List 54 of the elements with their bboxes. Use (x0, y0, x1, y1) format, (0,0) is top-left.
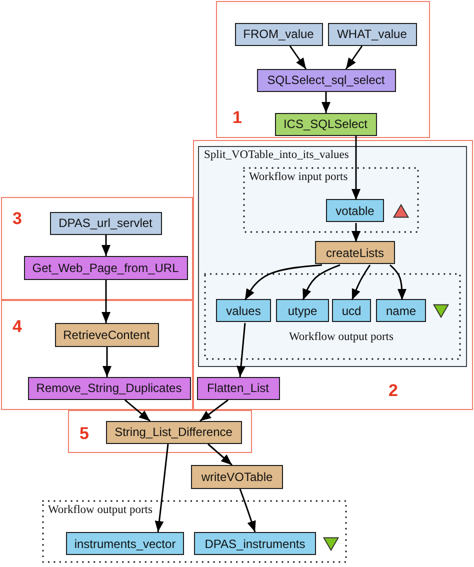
port-node: utype (276, 299, 329, 322)
arrow (200, 399, 228, 422)
section-number: 2 (388, 382, 398, 398)
arrow (302, 264, 340, 300)
processor-node: writeVOTable (191, 465, 283, 489)
arrow (124, 399, 150, 422)
value-node: WHAT_value (328, 22, 416, 46)
arrow (154, 444, 169, 532)
port-node: votable (326, 199, 384, 222)
port-node: instruments_vector (66, 532, 184, 555)
section-number: 5 (80, 424, 89, 442)
arrow (102, 235, 110, 256)
section-number: 3 (12, 210, 22, 226)
port-group (204, 273, 461, 360)
value-node: DPAS_url_servlet (50, 212, 162, 234)
section-frame (216, 1, 430, 138)
arrow (102, 280, 110, 323)
arrow (345, 46, 363, 70)
port-group (42, 500, 347, 563)
arrow (352, 136, 360, 200)
arrow (244, 264, 322, 300)
group-title: Workflow output ports (48, 504, 152, 518)
value-node: FROM_value (234, 22, 322, 46)
section-number: 4 (12, 318, 22, 334)
arrow (236, 322, 246, 378)
processor-node: Flatten_List (196, 376, 280, 400)
arrow (352, 223, 360, 242)
section-frame (68, 410, 252, 453)
port-node: ucd (332, 299, 371, 322)
port-node: DPAS_instruments (194, 532, 316, 555)
arrow (289, 46, 307, 70)
processor-node: ICS_SQLSelect (274, 112, 376, 136)
panel-title: Split_VOTable_into_its_values (204, 149, 349, 163)
processor-node: SQLSelect_sql_select (256, 68, 396, 92)
section-frame (1, 300, 193, 410)
arrow (322, 92, 330, 113)
arrow (102, 347, 112, 377)
section-frame (193, 140, 473, 410)
arrow (239, 488, 256, 532)
processor-node: RetrieveContent (54, 322, 158, 346)
processor-node: String_List_Difference (106, 420, 242, 444)
port-node: values (216, 299, 271, 322)
port-node: name (376, 299, 426, 322)
processor-node: createLists (315, 241, 395, 264)
processor-node: Remove_String_Duplicates (28, 376, 190, 400)
arrow (351, 264, 371, 300)
subworkflow-panel (198, 146, 466, 366)
port-group (243, 167, 419, 233)
group-title: Workflow output ports (289, 331, 394, 345)
group-title: Workflow input ports (249, 171, 348, 185)
arrow (390, 264, 406, 300)
processor-node: Get_Web_Page_from_URL (24, 256, 188, 280)
section-number: 1 (232, 108, 242, 126)
section-frame (1, 197, 193, 300)
